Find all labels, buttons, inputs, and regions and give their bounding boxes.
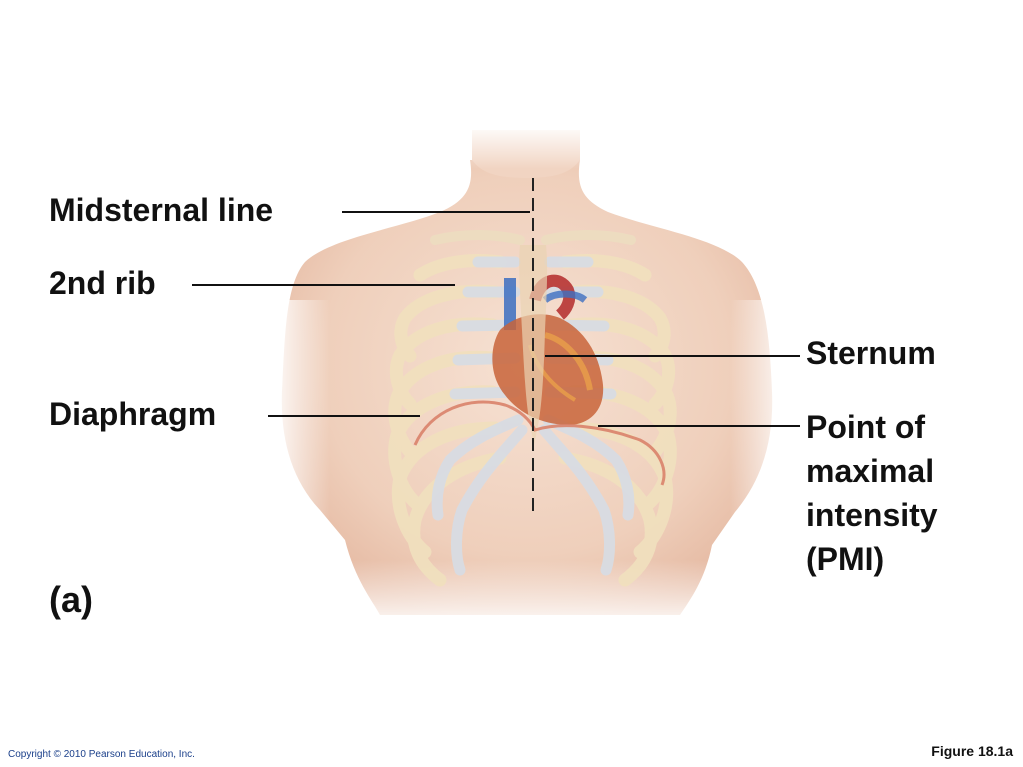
right-fade bbox=[730, 300, 790, 560]
panel-label: (a) bbox=[49, 579, 93, 620]
pmi-line-2: maximal bbox=[806, 453, 935, 489]
label-midsternal-line: Midsternal line bbox=[49, 192, 274, 228]
label-point-of-maximal-intensity: Point of maximal intensity (PMI) bbox=[806, 405, 938, 581]
clavicles bbox=[430, 230, 636, 245]
heart-body bbox=[492, 314, 604, 425]
label-sternum: Sternum bbox=[806, 335, 936, 371]
left-fade bbox=[270, 300, 330, 560]
label-second-rib: 2nd rib bbox=[49, 265, 156, 301]
bottom-fade bbox=[330, 560, 730, 630]
top-fade bbox=[430, 124, 620, 169]
leader-lines bbox=[192, 211, 800, 427]
heart bbox=[492, 274, 604, 425]
copyright-notice: Copyright © 2010 Pearson Education, Inc. bbox=[8, 749, 195, 760]
label-diaphragm: Diaphragm bbox=[49, 396, 217, 432]
pmi-line-3: intensity bbox=[806, 497, 938, 533]
diaphragm-curve bbox=[413, 400, 666, 486]
heart-highlight bbox=[544, 332, 593, 391]
figure-number: Figure 18.1a bbox=[931, 743, 1013, 759]
pulmonary-vessel bbox=[542, 290, 588, 303]
pmi-line-1: Point of bbox=[806, 409, 926, 445]
pmi-line-4: (PMI) bbox=[806, 541, 885, 577]
